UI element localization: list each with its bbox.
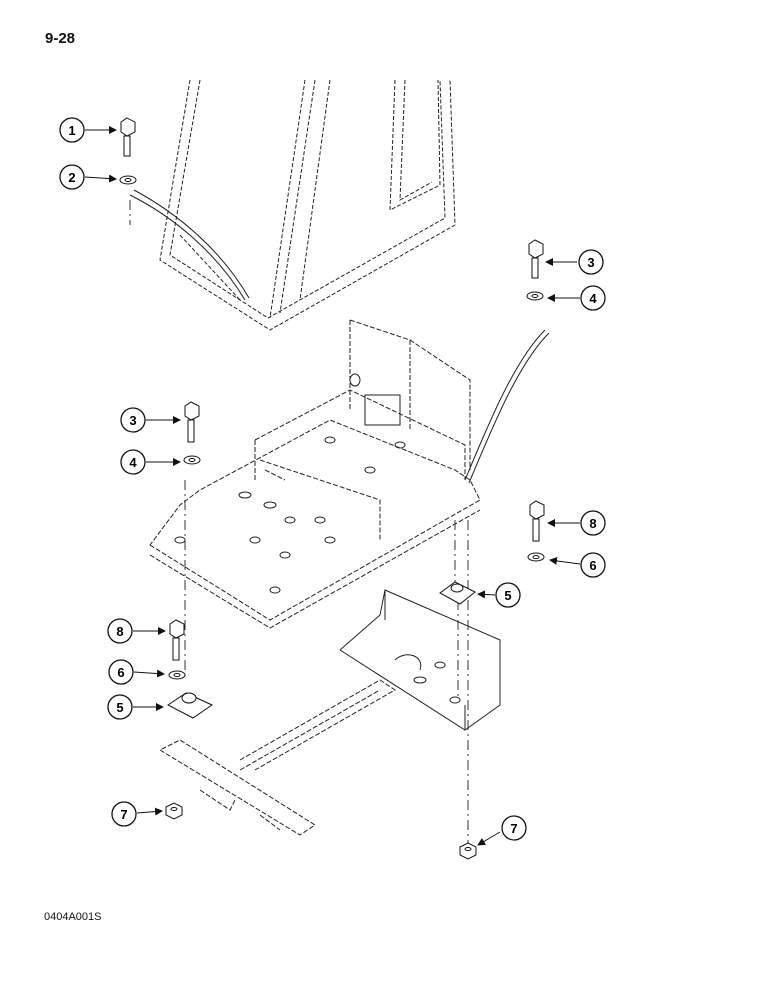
svg-text:8: 8 (116, 624, 123, 639)
mount-5-left (167, 692, 214, 719)
figure-code: 0404A001S (44, 911, 102, 923)
platform-holes (174, 373, 406, 594)
bolt-8-right (529, 500, 545, 542)
callout-3-upper: 3 (578, 249, 604, 275)
callout-4-upper: 4 (580, 285, 606, 311)
callout-leaders (84, 126, 581, 846)
svg-text:7: 7 (120, 807, 127, 822)
svg-text:1: 1 (68, 123, 75, 138)
callout-1: 1 (59, 117, 85, 143)
callout-6-left: 6 (108, 659, 134, 685)
callout-3-left: 3 (120, 407, 146, 433)
cab-frame (159, 79, 456, 331)
bolt-1 (120, 117, 136, 157)
bolt-3-left (184, 401, 200, 443)
svg-text:3: 3 (129, 413, 136, 428)
svg-text:6: 6 (589, 558, 596, 573)
bolt-8-left (169, 619, 185, 661)
lower-cross-member (158, 679, 396, 836)
alignment-lines (129, 200, 469, 845)
cab-hose (129, 189, 550, 484)
svg-text:4: 4 (589, 291, 597, 306)
callout-7-right: 7 (501, 815, 527, 841)
callouts: 1 2 3 4 3 4 8 6 5 8 6 5 7 7 (59, 117, 606, 841)
svg-text:2: 2 (68, 170, 75, 185)
callout-7-left: 7 (111, 801, 137, 827)
floor-platform (149, 319, 481, 629)
callout-8-left: 8 (107, 618, 133, 644)
svg-text:3: 3 (587, 255, 594, 270)
washer-4-upper (526, 291, 544, 301)
svg-text:5: 5 (116, 700, 123, 715)
nut-7-left (165, 802, 183, 820)
callout-5-left: 5 (107, 694, 133, 720)
callout-4-left: 4 (120, 449, 146, 475)
callout-8-right: 8 (580, 510, 606, 536)
callout-2: 2 (59, 164, 85, 190)
mounting-bracket (339, 589, 501, 731)
svg-text:7: 7 (510, 821, 517, 836)
washer-6-left (168, 670, 186, 680)
washer-2 (119, 175, 137, 185)
callout-6-right: 6 (580, 552, 606, 578)
bolt-3-upper (528, 239, 544, 279)
svg-text:8: 8 (589, 516, 596, 531)
callout-5-right: 5 (495, 582, 521, 608)
washer-6-right (527, 552, 545, 562)
svg-text:6: 6 (117, 665, 124, 680)
nut-7-right (459, 842, 477, 860)
svg-text:5: 5 (504, 588, 511, 603)
washer-4-left (183, 455, 201, 465)
svg-text:4: 4 (129, 455, 137, 470)
mount-5-right (439, 581, 476, 605)
page-number: 9-28 (45, 30, 76, 47)
